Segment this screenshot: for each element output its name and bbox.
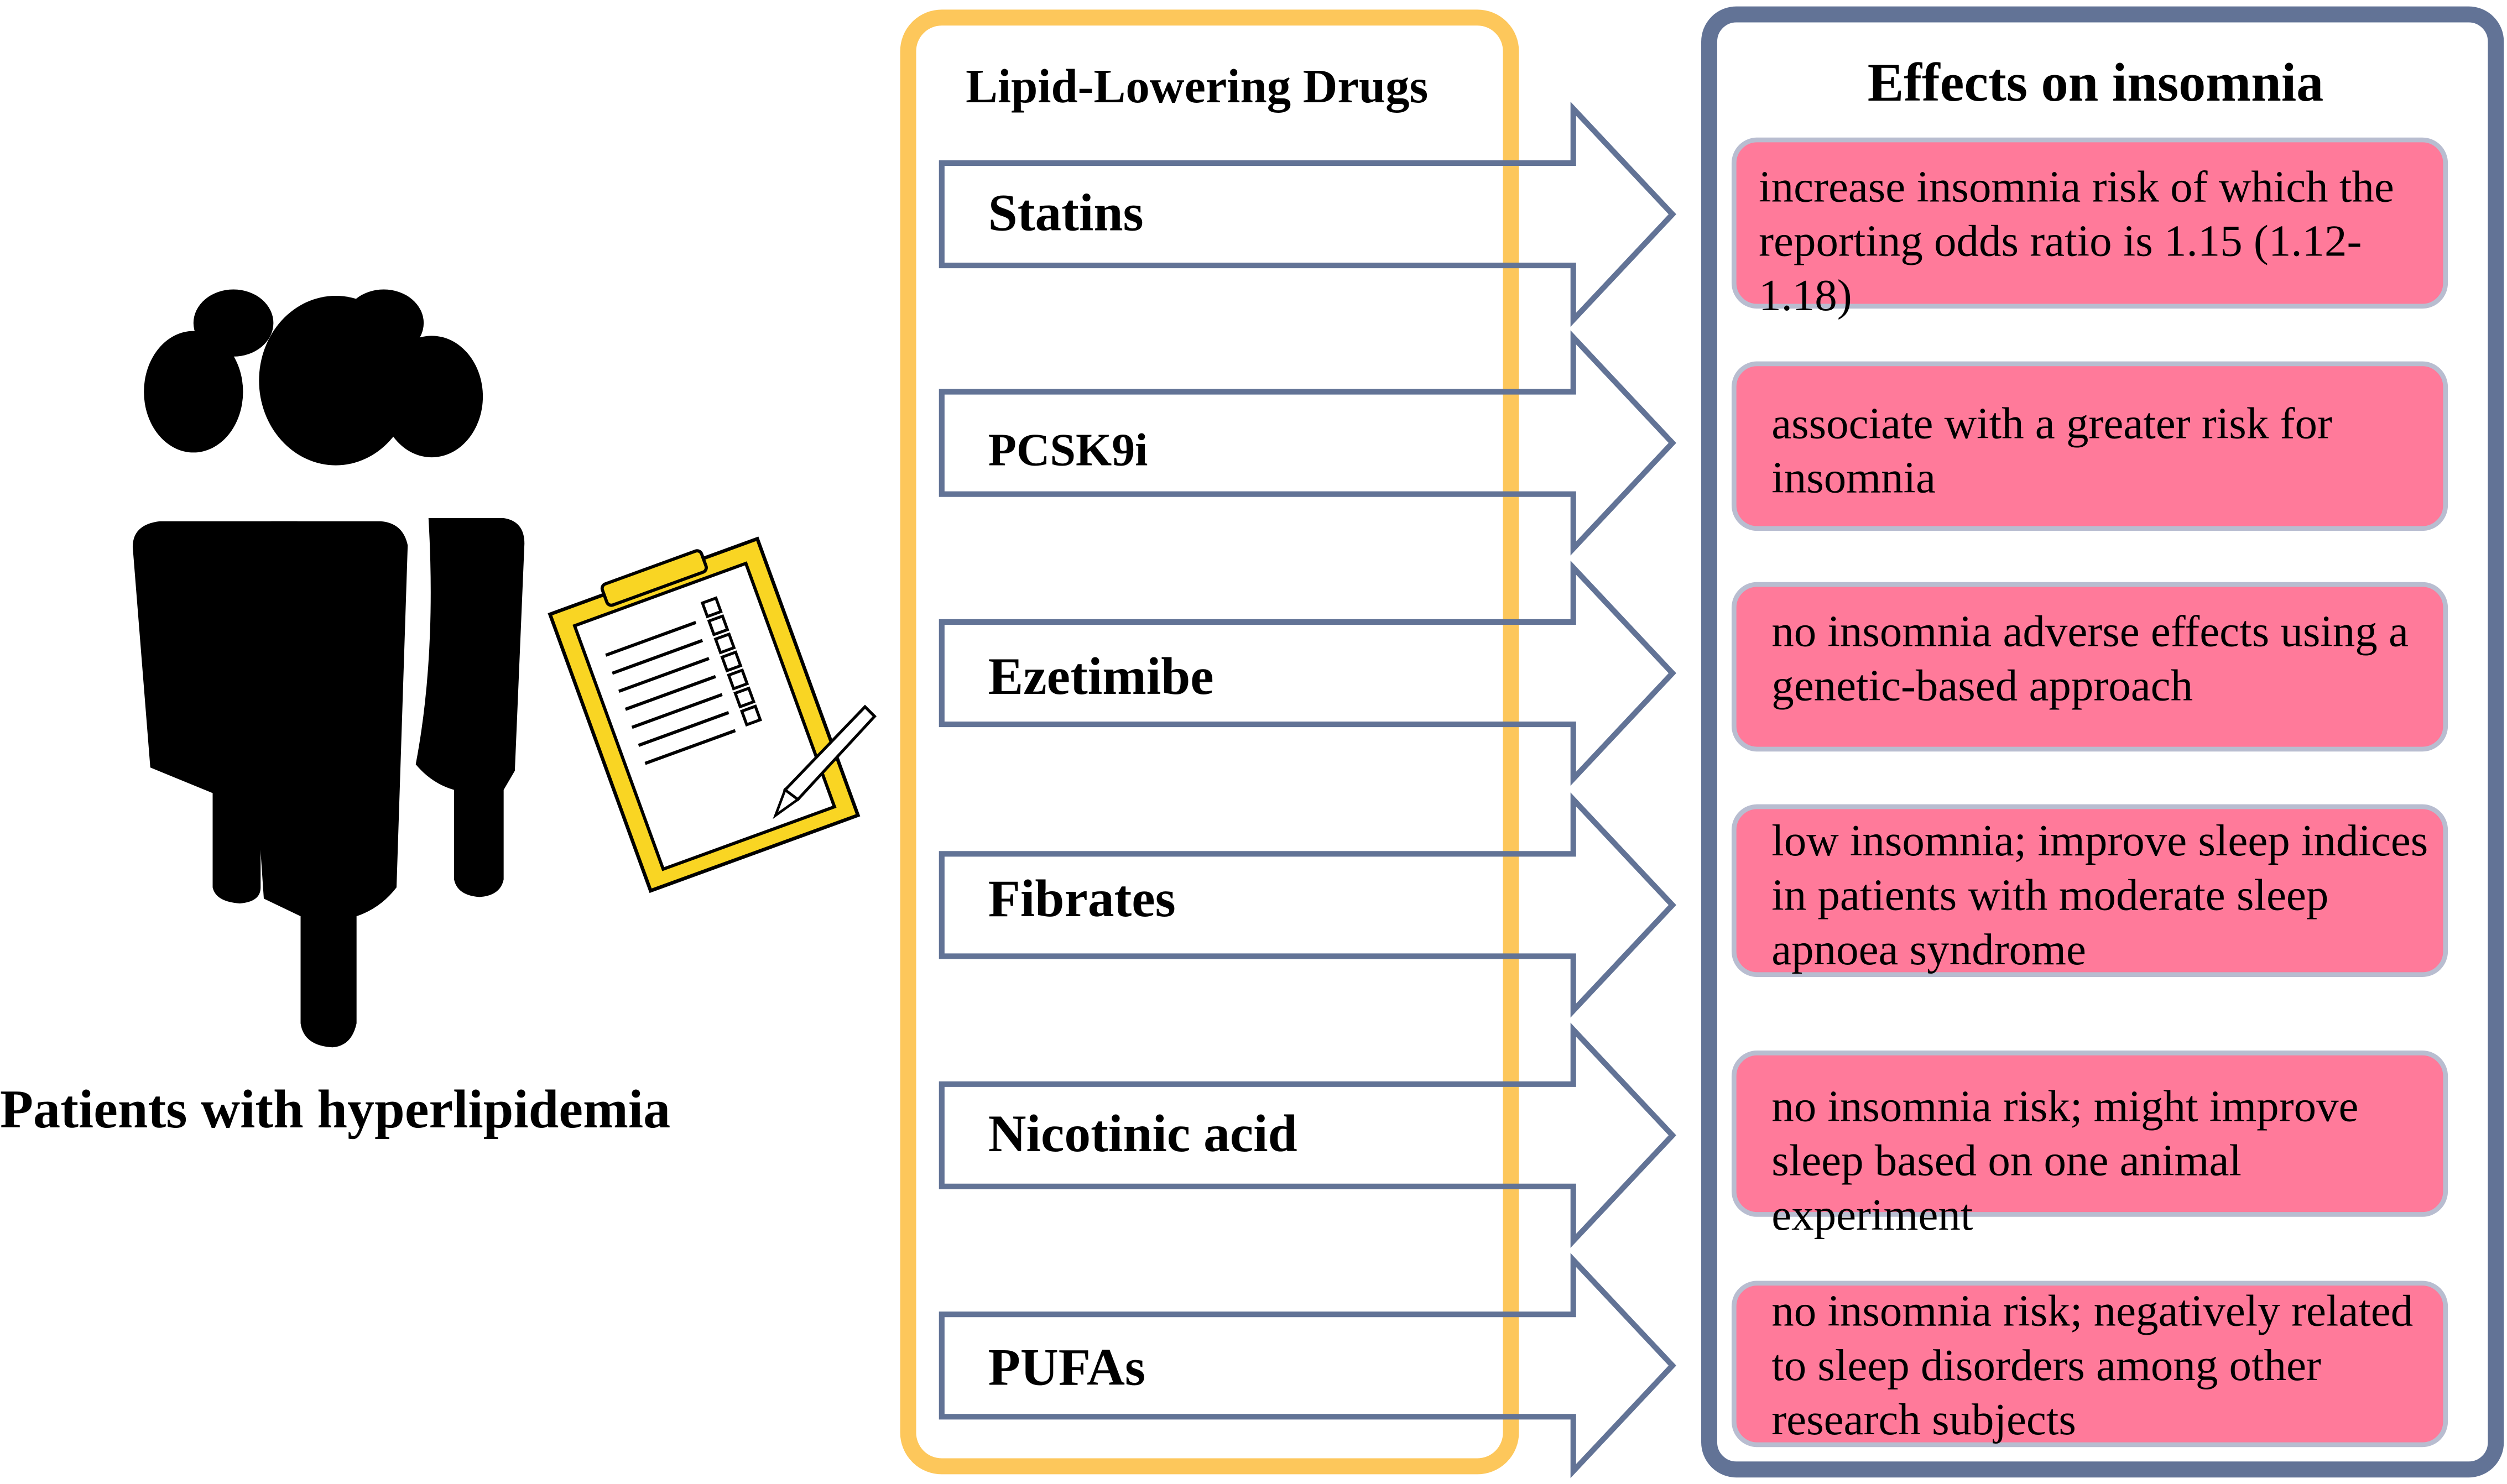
arrow-ezetimibe (939, 560, 1676, 786)
effect-line: no insomnia adverse effects using a (1771, 607, 2409, 657)
checklist-lines (605, 621, 736, 765)
person-body-center (239, 521, 408, 1048)
effect-line: sleep based on one animal experiment (1771, 1137, 2242, 1241)
drug-label-ezetimibe: Ezetimibe (988, 649, 1214, 707)
arrow-statins (939, 101, 1676, 327)
drug-label-pcsk9i: PCSK9i (988, 425, 1148, 477)
drugs-panel-title: Lipid-Lowering Drugs (966, 60, 1429, 114)
effects-panel-title: Effects on insomnia (1867, 54, 2324, 114)
effect-line: associate with a greater risk for (1771, 400, 2332, 450)
effect-line: low insomnia; improve sleep indices (1771, 817, 2428, 867)
effect-line: genetic-based approach (1771, 662, 2193, 712)
patients-label: Patients with hyperlipidemia (0, 1080, 671, 1140)
clipboard-paper (572, 561, 837, 871)
effect-line: in patients with moderate sleep (1771, 871, 2329, 921)
drug-label-fibrates: Fibrates (988, 871, 1176, 929)
effect-line: apnoea syndrome (1771, 926, 2086, 976)
effect-box-statins: increase insomnia risk of which the repo… (1731, 137, 2448, 321)
effect-box-pufas: no insomnia risk; negatively related to … (1731, 1281, 2448, 1448)
effect-line: no insomnia risk; negatively related (1771, 1287, 2414, 1337)
arrow-pufas (939, 1253, 1676, 1478)
effect-line: increase insomnia risk of which the (1759, 163, 2394, 213)
clipboard-checklist-icon (548, 536, 877, 893)
arrow-nicotinic-acid (939, 1022, 1676, 1248)
drug-label-nicotinic-acid: Nicotinic acid (988, 1106, 1297, 1164)
effect-line: insomnia (1771, 454, 1936, 504)
person-head-left (144, 331, 243, 453)
effect-box-pcsk9i: associate with a greater risk for insomn… (1731, 361, 2448, 531)
lipid-lowering-drugs-panel (900, 9, 1519, 1475)
people-group-icon (132, 289, 525, 1048)
effect-box-ezetimibe: no insomnia adverse effects using a gene… (1731, 582, 2448, 752)
effect-line: to sleep disorders among other (1771, 1341, 2321, 1392)
drug-label-pufas: PUFAs (988, 1340, 1146, 1398)
checkbox-icons (700, 596, 762, 727)
effect-box-fibrates: low insomnia; improve sleep indices in p… (1731, 804, 2448, 978)
person-body-right (415, 518, 525, 897)
arrow-fibrates (939, 792, 1676, 1018)
clipboard-clip (600, 549, 708, 607)
arrow-pcsk9i (939, 330, 1676, 556)
drug-label-statins: Statins (988, 185, 1144, 243)
effect-box-nicotinic-acid: no insomnia risk; might improve sleep ba… (1731, 1051, 2448, 1241)
effect-line: research subjects (1771, 1396, 2076, 1446)
pencil-icon (773, 704, 877, 819)
effect-line: no insomnia risk; might improve (1771, 1082, 2359, 1132)
effect-line: reporting odds ratio is 1.15 (1.12-1.18) (1759, 217, 2362, 322)
person-head-center (259, 296, 413, 466)
